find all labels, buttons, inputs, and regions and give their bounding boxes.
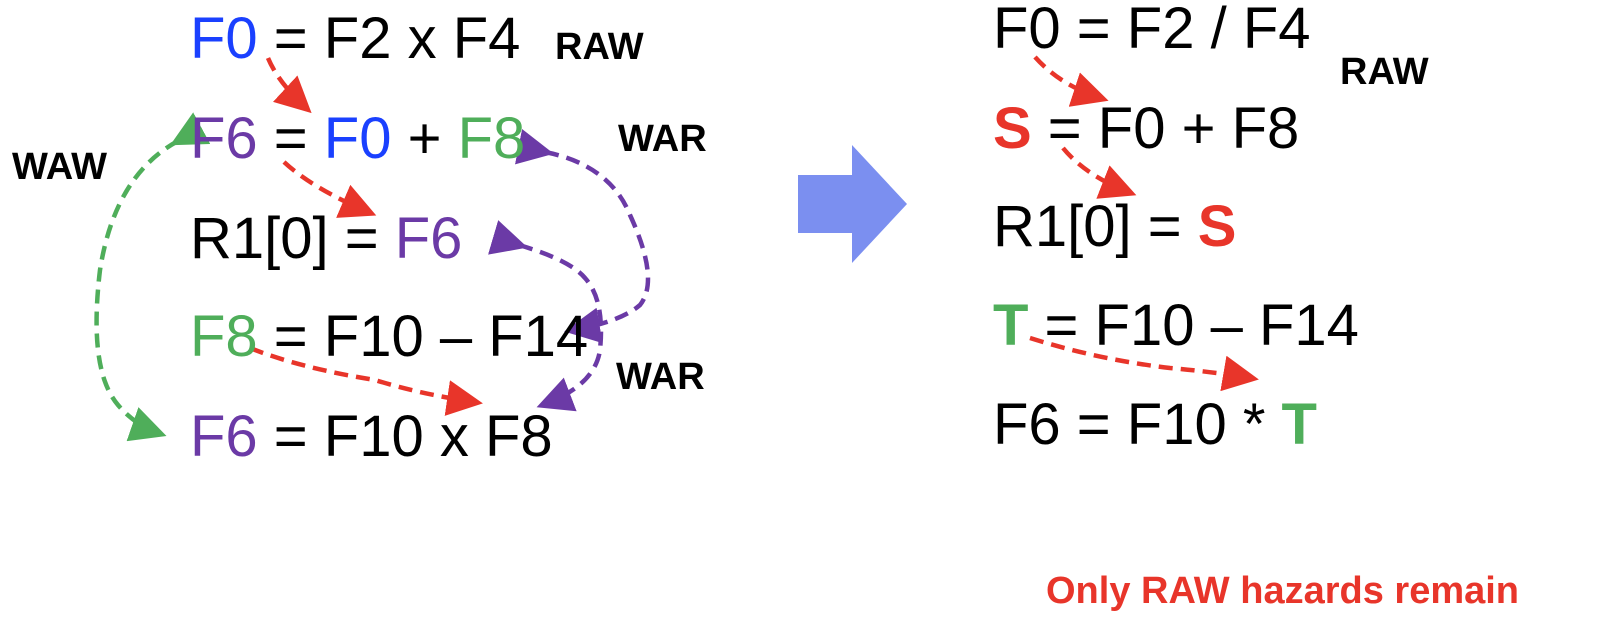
right-equation-3: R1[0] = S (993, 198, 1236, 256)
left-eq3-pre: R1[0] = (190, 206, 395, 271)
right-eq5-src: T (1281, 392, 1317, 457)
right-equation-5: F6 = F10 * T (993, 396, 1317, 454)
raw-arrow-f6-to-f6 (282, 160, 377, 218)
label-war-bottom: WAR (616, 356, 705, 398)
left-eq1-dst: F0 (190, 6, 258, 71)
left-eq2-src1: F0 (323, 106, 392, 171)
left-eq3-src: F6 (394, 206, 463, 271)
right-eq5-pre: F6 = F10 * (993, 392, 1282, 457)
right-eq3-pre: R1[0] = (993, 194, 1198, 259)
war-arrow-top (514, 129, 651, 344)
left-eq2-mid1: = (257, 106, 324, 171)
left-eq5-dst: F6 (190, 404, 258, 469)
footer-note: Only RAW hazards remain (1046, 570, 1520, 612)
war-arrow-bottom (488, 220, 604, 412)
left-eq1-rest: = F2 x F4 (257, 6, 521, 71)
left-equation-5: F6 = F10 x F8 (190, 408, 553, 466)
left-equation-3: R1[0] = F6 (190, 210, 462, 268)
left-eq5-rest: = F10 x F8 (257, 404, 553, 469)
left-equation-2: F6 = F0 + F8 (190, 110, 525, 168)
raw-arrow-f8-to-f8 (249, 345, 483, 416)
right-raw-arrow-s (1061, 146, 1137, 199)
right-raw-arrow-f0 (1033, 55, 1109, 107)
left-equation-1: F0 = F2 x F4 (190, 10, 520, 68)
left-eq4-dst: F8 (190, 304, 258, 369)
right-equation-1: F0 = F2 / F4 (993, 0, 1311, 61)
left-eq4-rest: = F10 – F14 (257, 304, 589, 369)
right-equation-4: T = F10 – F14 (993, 297, 1359, 355)
right-eq4-dst: T (993, 293, 1029, 358)
left-eq2-mid2: + (391, 106, 458, 171)
label-waw: WAW (12, 146, 107, 188)
right-eq2-dst: S (993, 96, 1032, 161)
right-raw-arrow-t (1029, 335, 1259, 392)
label-raw-left: RAW (555, 26, 644, 68)
right-eq3-src: S (1197, 194, 1237, 259)
raw-arrow-f0-to-f0 (265, 57, 312, 114)
label-war-top: WAR (618, 118, 707, 160)
right-equation-2: S = F0 + F8 (993, 100, 1299, 158)
left-equation-4: F8 = F10 – F14 (190, 308, 588, 366)
right-eq2-rest: = F0 + F8 (1031, 96, 1300, 161)
waw-arrow (94, 112, 211, 442)
left-eq2-dst: F6 (190, 106, 258, 171)
transform-arrow-icon (798, 145, 907, 263)
label-raw-right: RAW (1340, 51, 1429, 93)
left-eq2-src2: F8 (457, 106, 526, 171)
right-eq4-rest: = F10 – F14 (1028, 293, 1359, 358)
